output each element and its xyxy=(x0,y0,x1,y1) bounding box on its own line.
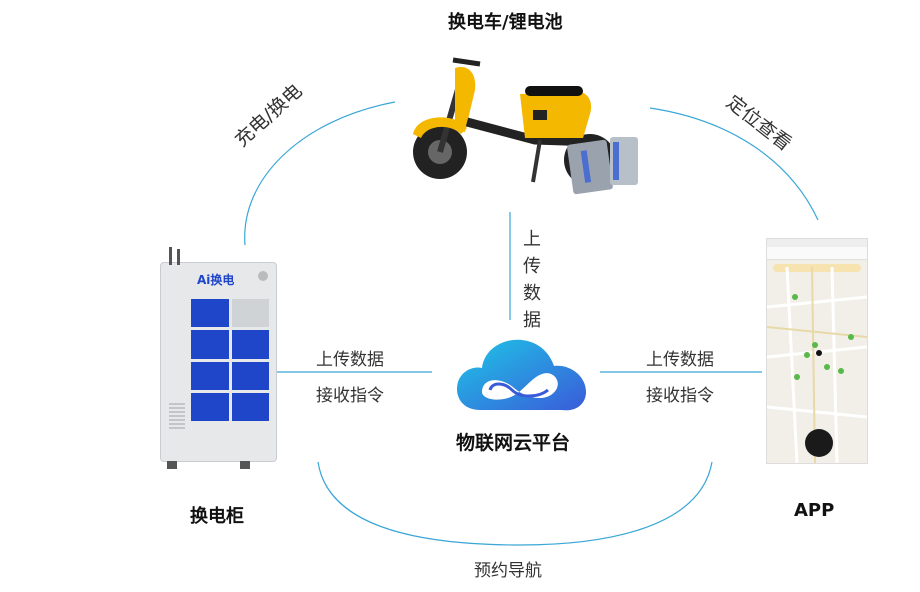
cabinet-door-grid xyxy=(191,299,269,421)
cloud-label: 物联网云平台 xyxy=(456,432,571,454)
arc-locate-view xyxy=(649,107,819,221)
cabinet-side-vent xyxy=(169,403,185,431)
cabinet-speaker xyxy=(258,271,268,281)
cabinet-antenna xyxy=(169,247,172,265)
app-notice-banner xyxy=(773,264,861,272)
edge-label-right-upload: 上传数据 xyxy=(646,350,714,370)
cabinet-antenna xyxy=(177,249,180,265)
edge-label-left-upload: 上传数据 xyxy=(316,350,384,370)
scooter-label: 换电车/锂电池 xyxy=(448,12,563,33)
cloud-logo xyxy=(456,339,586,411)
cabinet-label: 换电柜 xyxy=(190,506,244,527)
app-map xyxy=(767,267,867,463)
edge-label-reserve-nav: 预约导航 xyxy=(474,561,542,581)
edge-label-left-receive: 接收指令 xyxy=(316,386,384,406)
app-phone-screenshot xyxy=(766,238,868,464)
scooter-image xyxy=(413,57,638,195)
cabinet-image: Ai换电 xyxy=(160,247,277,469)
cabinet-brand-text: Ai换电 xyxy=(197,273,235,287)
cabinet-foot xyxy=(167,461,177,469)
app-title-bar xyxy=(767,247,867,260)
app-status-bar xyxy=(767,239,867,247)
arc-reserve-nav xyxy=(317,461,713,546)
edge-label-upload-vertical: 上 传 数 据 xyxy=(523,229,541,331)
cabinet-foot xyxy=(240,461,250,469)
arc-charge-swap xyxy=(244,101,396,246)
cabinet-brand-logo: Ai换电 xyxy=(197,271,234,288)
app-label: APP xyxy=(794,500,835,521)
edge-label-right-receive: 接收指令 xyxy=(646,386,714,406)
